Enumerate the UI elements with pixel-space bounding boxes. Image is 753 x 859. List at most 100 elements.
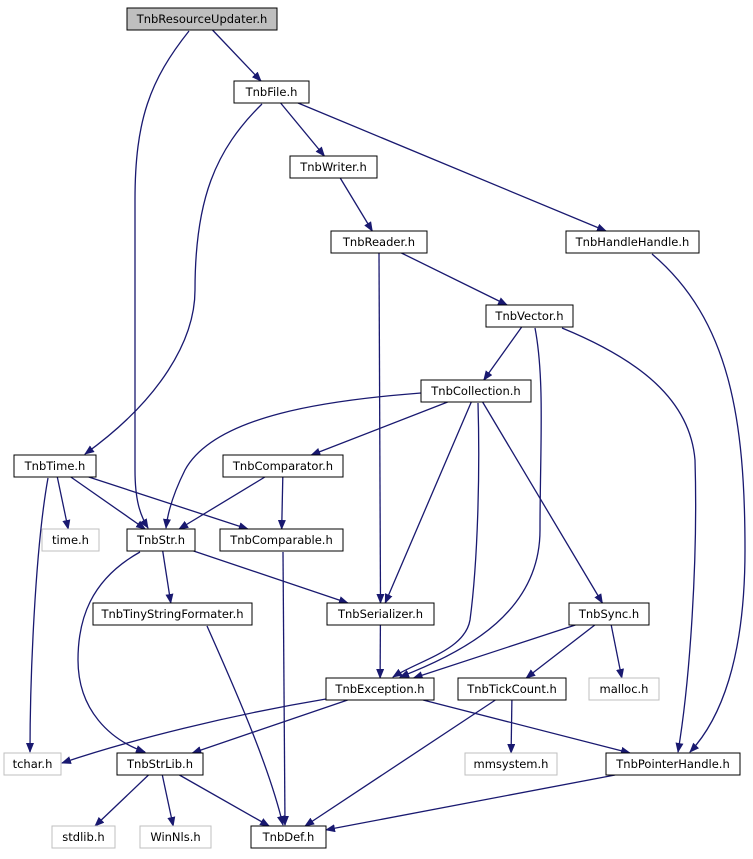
node-box bbox=[41, 528, 100, 552]
node-tchar-h: tchar.h bbox=[3, 752, 62, 776]
edge-tnbtickcount-h-to-tnbdef-h bbox=[304, 699, 496, 827]
node-tnbresourceupdater-h[interactable]: TnbResourceUpdater.h bbox=[126, 7, 278, 31]
edge-tnbcollection-h-to-tnbstr-h bbox=[163, 392, 422, 529]
node-stdlib-h: stdlib.h bbox=[51, 825, 116, 849]
node-tnbstrlib-h[interactable]: TnbStrLib.h bbox=[116, 752, 204, 776]
edge-tnbexception-h-to-tchar-h bbox=[61, 698, 327, 764]
edges-layer bbox=[26, 29, 746, 833]
edge-tnbcollection-h-to-tnbexception-h bbox=[392, 402, 480, 678]
node-label: malloc.h bbox=[600, 682, 649, 696]
node-box bbox=[420, 379, 532, 403]
edge-tnbtickcount-h-to-mmsystem-h bbox=[507, 699, 516, 754]
edge-tnbsync-h-to-tnbexception-h bbox=[412, 624, 576, 679]
edge-tnbfile-h-to-tnbtime-h bbox=[84, 103, 263, 455]
edge-tnbtime-h-to-tnbcomparable-h bbox=[88, 476, 249, 531]
node-label: TnbComparable.h bbox=[229, 533, 333, 547]
node-box bbox=[92, 602, 253, 626]
edge-tnbtime-h-to-time-h bbox=[56, 476, 71, 530]
edge-tnbsync-h-to-malloc-h bbox=[610, 624, 624, 679]
node-tnbtime-h[interactable]: TnbTime.h bbox=[13, 454, 97, 478]
node-tnbwriter-h[interactable]: TnbWriter.h bbox=[289, 155, 378, 179]
edge-tnbvector-h-to-tnbpointerhandle-h bbox=[561, 327, 697, 753]
edge-tnbstr-h-to-tnbtinystringformater-h bbox=[162, 550, 174, 604]
node-box bbox=[568, 602, 650, 626]
edge-tnbhandlehandle-h-to-tnbpointerhandle-h bbox=[651, 253, 746, 753]
node-box bbox=[3, 752, 62, 776]
node-box bbox=[116, 752, 204, 776]
node-label: TnbSync.h bbox=[578, 607, 639, 621]
edge-tnbwriter-h-to-tnbreader-h bbox=[339, 177, 373, 232]
node-box bbox=[219, 528, 344, 552]
node-tnbhandlehandle-h[interactable]: TnbHandleHandle.h bbox=[565, 230, 700, 254]
node-box bbox=[126, 528, 196, 552]
node-winnls-h: WinNls.h bbox=[139, 825, 212, 849]
node-tnbvector-h[interactable]: TnbVector.h bbox=[485, 304, 574, 328]
node-mmsystem-h: mmsystem.h bbox=[464, 752, 558, 776]
edge-tnbreader-h-to-tnbvector-h bbox=[401, 252, 508, 306]
edge-tnbfile-h-to-tnbhandlehandle-h bbox=[297, 102, 607, 232]
node-tnbcomparator-h[interactable]: TnbComparator.h bbox=[222, 454, 344, 478]
edge-tnbcollection-h-to-tnbserializer-h bbox=[384, 401, 472, 604]
edge-tnbtime-h-to-tnbstr-h bbox=[70, 476, 147, 530]
node-malloc-h: malloc.h bbox=[588, 677, 660, 701]
node-label: TnbTinyStringFormater.h bbox=[100, 607, 243, 621]
node-box bbox=[233, 80, 310, 104]
edge-tnbfile-h-to-tnbwriter-h bbox=[280, 102, 326, 157]
edge-tnbresourceupdater-h-to-tnbfile-h bbox=[212, 29, 262, 82]
node-label: TnbException.h bbox=[334, 682, 424, 696]
edge-tnbstrlib-h-to-stdlib-h bbox=[94, 774, 149, 827]
node-tnbsync-h[interactable]: TnbSync.h bbox=[568, 602, 650, 626]
nodes-layer: TnbResourceUpdater.hTnbFile.hTnbWriter.h… bbox=[3, 7, 741, 849]
edge-tnbsync-h-to-tnbtickcount-h bbox=[525, 624, 596, 679]
node-tnbreader-h[interactable]: TnbReader.h bbox=[330, 230, 428, 254]
edge-tnbcollection-h-to-tnbcomparator-h bbox=[310, 401, 448, 456]
node-tnbserializer-h[interactable]: TnbSerializer.h bbox=[326, 602, 435, 626]
edge-tnbresourceupdater-h-to-tnbstr-h bbox=[134, 30, 190, 529]
edge-tnbvector-h-to-tnbcollection-h bbox=[483, 326, 523, 381]
node-label: TnbTickCount.h bbox=[466, 682, 557, 696]
node-tnbtickcount-h[interactable]: TnbTickCount.h bbox=[457, 677, 567, 701]
node-tnbtinystringformater-h[interactable]: TnbTinyStringFormater.h bbox=[92, 602, 253, 626]
node-label: TnbStrLib.h bbox=[126, 757, 193, 771]
node-box bbox=[51, 825, 116, 849]
node-box bbox=[325, 677, 435, 701]
node-tnbfile-h[interactable]: TnbFile.h bbox=[233, 80, 310, 104]
node-tnbcomparable-h[interactable]: TnbComparable.h bbox=[219, 528, 344, 552]
node-label: TnbCollection.h bbox=[430, 384, 520, 398]
edge-tnbcollection-h-to-tnbsync-h bbox=[482, 401, 603, 604]
edge-tnbstr-h-to-tnbstrlib-h bbox=[77, 551, 146, 753]
node-box bbox=[464, 752, 558, 776]
node-box bbox=[289, 155, 378, 179]
node-label: TnbTime.h bbox=[24, 459, 86, 473]
node-label: TnbDef.h bbox=[262, 830, 315, 844]
node-tnbexception-h[interactable]: TnbException.h bbox=[325, 677, 435, 701]
node-box bbox=[126, 7, 278, 31]
node-box bbox=[330, 230, 428, 254]
edge-tnbexception-h-to-tnbstrlib-h bbox=[191, 699, 348, 754]
node-label: TnbWriter.h bbox=[299, 160, 367, 174]
node-tnbdef-h[interactable]: TnbDef.h bbox=[250, 825, 327, 849]
node-label: stdlib.h bbox=[62, 830, 104, 844]
node-tnbcollection-h[interactable]: TnbCollection.h bbox=[420, 379, 532, 403]
node-box bbox=[485, 304, 574, 328]
node-tnbpointerhandle-h[interactable]: TnbPointerHandle.h bbox=[605, 752, 741, 776]
node-label: TnbVector.h bbox=[494, 309, 563, 323]
node-box bbox=[588, 677, 660, 701]
node-label: TnbComparator.h bbox=[232, 459, 333, 473]
node-tnbstr-h[interactable]: TnbStr.h bbox=[126, 528, 196, 552]
node-label: TnbFile.h bbox=[245, 85, 298, 99]
node-label: TnbStr.h bbox=[136, 533, 185, 547]
edge-tnbcomparator-h-to-tnbstr-h bbox=[178, 476, 266, 530]
node-label: WinNls.h bbox=[150, 830, 200, 844]
node-box bbox=[139, 825, 212, 849]
node-label: TnbResourceUpdater.h bbox=[136, 12, 268, 26]
node-time-h: time.h bbox=[41, 528, 100, 552]
node-box bbox=[13, 454, 97, 478]
node-box bbox=[605, 752, 741, 776]
node-box bbox=[457, 677, 567, 701]
node-label: TnbReader.h bbox=[342, 235, 415, 249]
node-label: tchar.h bbox=[13, 757, 53, 771]
edge-tnbstrlib-h-to-winnls-h bbox=[161, 774, 176, 827]
node-label: TnbSerializer.h bbox=[337, 607, 423, 621]
